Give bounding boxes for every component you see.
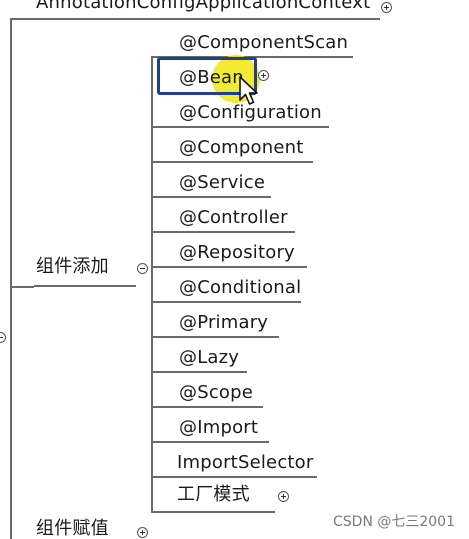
branch-add-connector [10,286,34,288]
collapse-icon-root[interactable] [0,332,6,343]
node-import-selector[interactable]: ImportSelector [177,452,314,473]
mouse-pointer-icon [239,76,258,105]
node-import-selector-underline [151,476,317,478]
node-controller[interactable]: @Controller [179,207,288,228]
node-service[interactable]: @Service [179,172,266,193]
node-configuration[interactable]: @Configuration [179,102,322,123]
node-annotation-config-context-underline [22,18,380,20]
expand-icon-top-node[interactable] [381,2,392,13]
expand-icon-component-assign[interactable] [137,527,148,538]
node-component-add-underline [34,285,136,287]
node-factory-pattern-underline [151,511,275,513]
collapse-icon-component-add[interactable] [137,263,148,274]
node-controller-underline [151,231,295,233]
node-component-scan[interactable]: @ComponentScan [179,32,349,53]
node-repository[interactable]: @Repository [179,242,295,263]
node-component[interactable]: @Component [179,137,304,158]
cursor-highlight [212,55,260,103]
node-import[interactable]: @Import [179,417,259,438]
node-conditional-underline [151,301,301,303]
node-scope-underline [151,406,263,408]
node-annotation-config-context[interactable]: AnnotationConfigApplicationContext [36,0,371,13]
node-configuration-underline [151,126,329,128]
node-conditional[interactable]: @Conditional [179,277,302,298]
trunk-top-elbow [10,18,24,20]
node-factory-pattern[interactable]: 工厂模式 [177,484,250,505]
node-lazy[interactable]: @Lazy [179,347,240,368]
node-import-underline [151,441,269,443]
node-component-underline [151,161,313,163]
watermark: CSDN @七三2001 [333,514,455,530]
children-spine [151,56,153,512]
node-component-add[interactable]: 组件添加 [36,256,109,277]
node-primary[interactable]: @Primary [179,312,269,333]
node-repository-underline [151,266,307,268]
node-scope[interactable]: @Scope [179,382,254,403]
node-lazy-underline [151,371,247,373]
expand-icon-bean[interactable] [258,70,269,81]
trunk-connector [10,18,12,539]
node-component-assign[interactable]: 组件赋值 [36,518,109,539]
node-component-scan-underline [151,56,353,58]
expand-icon-factory-pattern[interactable] [278,491,289,502]
selection-box-bean [157,57,257,95]
node-primary-underline [151,336,279,338]
node-bean[interactable]: @Bean [179,67,244,88]
node-service-underline [151,196,271,198]
